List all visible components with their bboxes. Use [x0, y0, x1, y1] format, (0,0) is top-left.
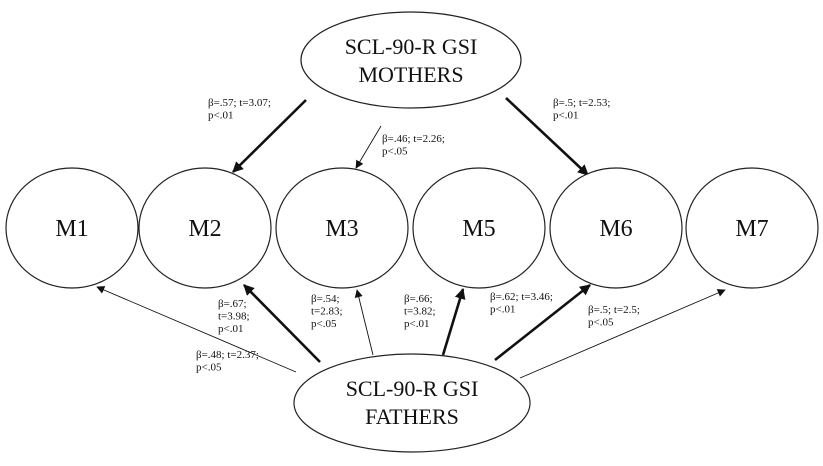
node-m1: M1: [5, 167, 139, 289]
node-fathers: SCL-90-R GSI FATHERS: [293, 353, 531, 453]
node-m7-shape: [685, 167, 819, 289]
node-m5-label: M5: [462, 216, 495, 242]
edge-label-fathers-m5: β=.66;t=3.82;p<.01: [404, 293, 436, 330]
edge-fathers-m1: [96, 286, 297, 373]
edge-label-line: p<.05: [196, 362, 222, 374]
node-m7-label: M7: [735, 216, 768, 242]
edges-layer: [96, 97, 726, 379]
edge-label-fathers-m6: β=.62; t=3.46;p<.01: [490, 291, 553, 316]
node-m2-label: M2: [188, 216, 221, 242]
edge-label-line: β=.5; t=2.5;: [588, 304, 640, 316]
node-m2-shape: [138, 167, 272, 289]
edge-label-line: β=.54;: [311, 293, 340, 305]
edge-label-line: β=.62; t=3.46;: [490, 291, 553, 303]
node-mothers-shape: [300, 11, 522, 109]
node-m7: M7: [685, 167, 819, 289]
edge-mothers-m3: [355, 125, 382, 169]
edge-mothers-m2: [232, 99, 307, 173]
node-m5-shape: [412, 167, 546, 289]
node-m2: M2: [138, 167, 272, 289]
edge-label-fathers-m3: β=.54;t=2.83;p<.05: [311, 293, 343, 330]
edge-label-mothers-m6: β=.5; t=2.53;p<.01: [553, 97, 610, 122]
node-m6-shape: [549, 167, 683, 289]
node-m3-label: M3: [325, 216, 358, 242]
edge-label-line: β=.57; t=3.07;: [208, 97, 271, 109]
edge-label-line: t=3.98;: [218, 311, 250, 323]
edge-label-fathers-m7: β=.5; t=2.5;p<.05: [588, 304, 640, 329]
edge-label-line: p<.01: [218, 323, 243, 335]
node-mothers: SCL-90-R GSI MOTHERS: [300, 11, 522, 109]
edge-label-line: p<.01: [553, 110, 578, 122]
node-m1-shape: [5, 167, 139, 289]
nodes-layer: SCL-90-R GSI MOTHERS SCL-90-R GSI FATHER…: [5, 11, 819, 453]
edge-label-line: p<.01: [404, 318, 429, 330]
edge-label-line: β=.67;: [218, 298, 247, 310]
edge-label-line: p<.01: [208, 110, 233, 122]
node-mothers-label-line2: MOTHERS: [358, 62, 463, 87]
edge-label-line: β=.48; t=2.37;: [196, 349, 259, 361]
node-fathers-label-line1: SCL-90-R GSI: [346, 376, 479, 401]
node-m5: M5: [412, 167, 546, 289]
edge-label-mothers-m2: β=.57; t=3.07;p<.01: [208, 97, 271, 122]
edge-label-line: t=3.82;: [404, 306, 436, 318]
node-fathers-label-line2: FATHERS: [365, 404, 459, 429]
edge-fathers-m7: [519, 289, 726, 379]
edge-mothers-m6: [505, 97, 589, 176]
edge-fathers-m2: [243, 284, 321, 363]
edge-label-line: p<.05: [588, 317, 614, 329]
node-m3-shape: [275, 167, 409, 289]
edge-label-line: t=2.83;: [311, 306, 343, 318]
edge-label-mothers-m3: β=.46; t=2.26;p<.05: [382, 133, 445, 158]
edge-fathers-m6: [494, 283, 591, 362]
node-fathers-shape: [293, 353, 531, 453]
edge-label-line: β=.66;: [404, 293, 433, 305]
edge-label-line: p<.05: [311, 318, 337, 330]
edge-label-line: β=.5; t=2.53;: [553, 97, 610, 109]
edge-label-fathers-m1: β=.48; t=2.37;p<.05: [196, 349, 259, 374]
edge-label-line: p<.01: [490, 304, 515, 316]
edge-fathers-m5: [441, 287, 466, 356]
node-m3: M3: [275, 167, 409, 289]
edge-fathers-m3: [354, 289, 374, 356]
node-m6-label: M6: [599, 216, 632, 242]
edge-labels-layer: β=.57; t=3.07;p<.01β=.46; t=2.26;p<.05β=…: [196, 97, 640, 374]
edge-label-fathers-m2: β=.67;t=3.98;p<.01: [218, 298, 250, 335]
edge-label-line: β=.46; t=2.26;: [382, 133, 445, 145]
edge-label-line: p<.05: [382, 146, 408, 158]
node-m6: M6: [549, 167, 683, 289]
node-mothers-label-line1: SCL-90-R GSI: [345, 34, 478, 59]
node-m1-label: M1: [55, 216, 88, 242]
